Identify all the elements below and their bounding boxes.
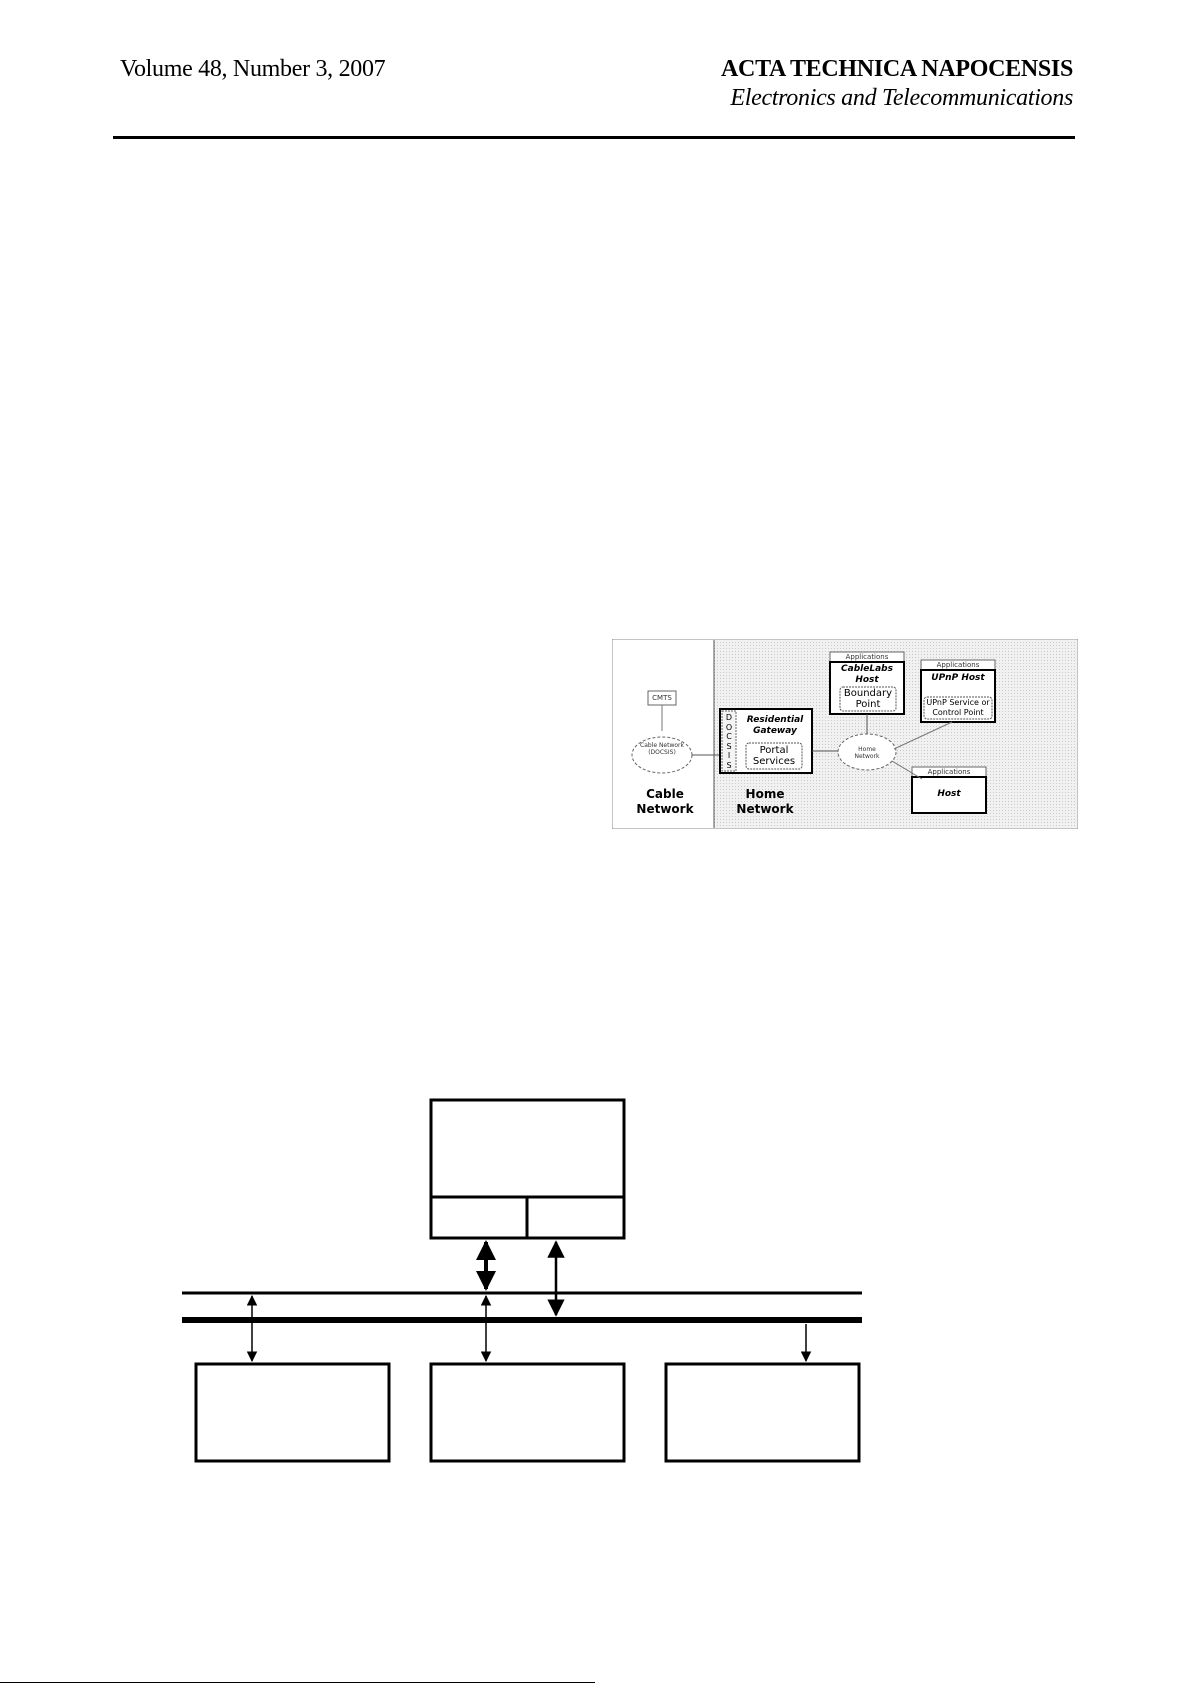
docsis-strip xyxy=(721,710,737,772)
cable-network-caption: Cable Network xyxy=(636,787,694,816)
bus-architecture-figure xyxy=(182,1098,862,1463)
header-rule xyxy=(113,136,1075,139)
home-cloud-label: Home Network xyxy=(854,746,880,760)
header-volume: Volume 48, Number 3, 2007 xyxy=(120,56,386,82)
right-module-box xyxy=(664,1362,861,1463)
home-network-caption: Home Network xyxy=(736,787,794,816)
journal-section: Electronics and Telecommunications xyxy=(730,85,1073,111)
docsis-label: D O C S I S xyxy=(725,713,733,770)
host-label: Host xyxy=(937,789,961,799)
left-module-box xyxy=(194,1362,391,1463)
host-link xyxy=(891,760,923,780)
residential-gateway-label: Residential Gateway xyxy=(746,715,804,736)
portal-services-label: Portal Services xyxy=(752,745,796,767)
journal-title: ACTA TECHNICA NAPOCENSIS xyxy=(721,56,1073,82)
portal-services-box xyxy=(745,742,803,770)
host-box xyxy=(911,776,987,814)
boundary-point-label: Boundary Point xyxy=(843,688,893,710)
upnp-host-label: UPnP Host xyxy=(931,673,985,683)
boundary-point-box xyxy=(839,686,897,712)
applications-label-3: Applications xyxy=(927,768,971,776)
footer-rule xyxy=(0,1682,595,1683)
network-architecture-figure: CMTS Cable Network (DOCSIS) D O C S I S … xyxy=(612,639,1078,829)
header-right: ACTA TECHNICA NAPOCENSIS Electronics and… xyxy=(721,56,1073,112)
applications-label-2: Applications xyxy=(936,661,980,669)
upnp-link xyxy=(893,721,953,750)
upnp-service-box xyxy=(923,696,993,720)
center-module-box xyxy=(429,1362,626,1463)
upnp-service-label: UPnP Service or Control Point xyxy=(926,698,990,717)
applications-label-1: Applications xyxy=(845,653,889,661)
cmts-label: CMTS xyxy=(652,694,672,702)
cablelabs-host-label: CableLabs Host xyxy=(841,664,893,685)
network-figure-graphics xyxy=(612,639,1078,829)
cable-cloud-label: Cable Network (DOCSIS) xyxy=(640,742,684,756)
